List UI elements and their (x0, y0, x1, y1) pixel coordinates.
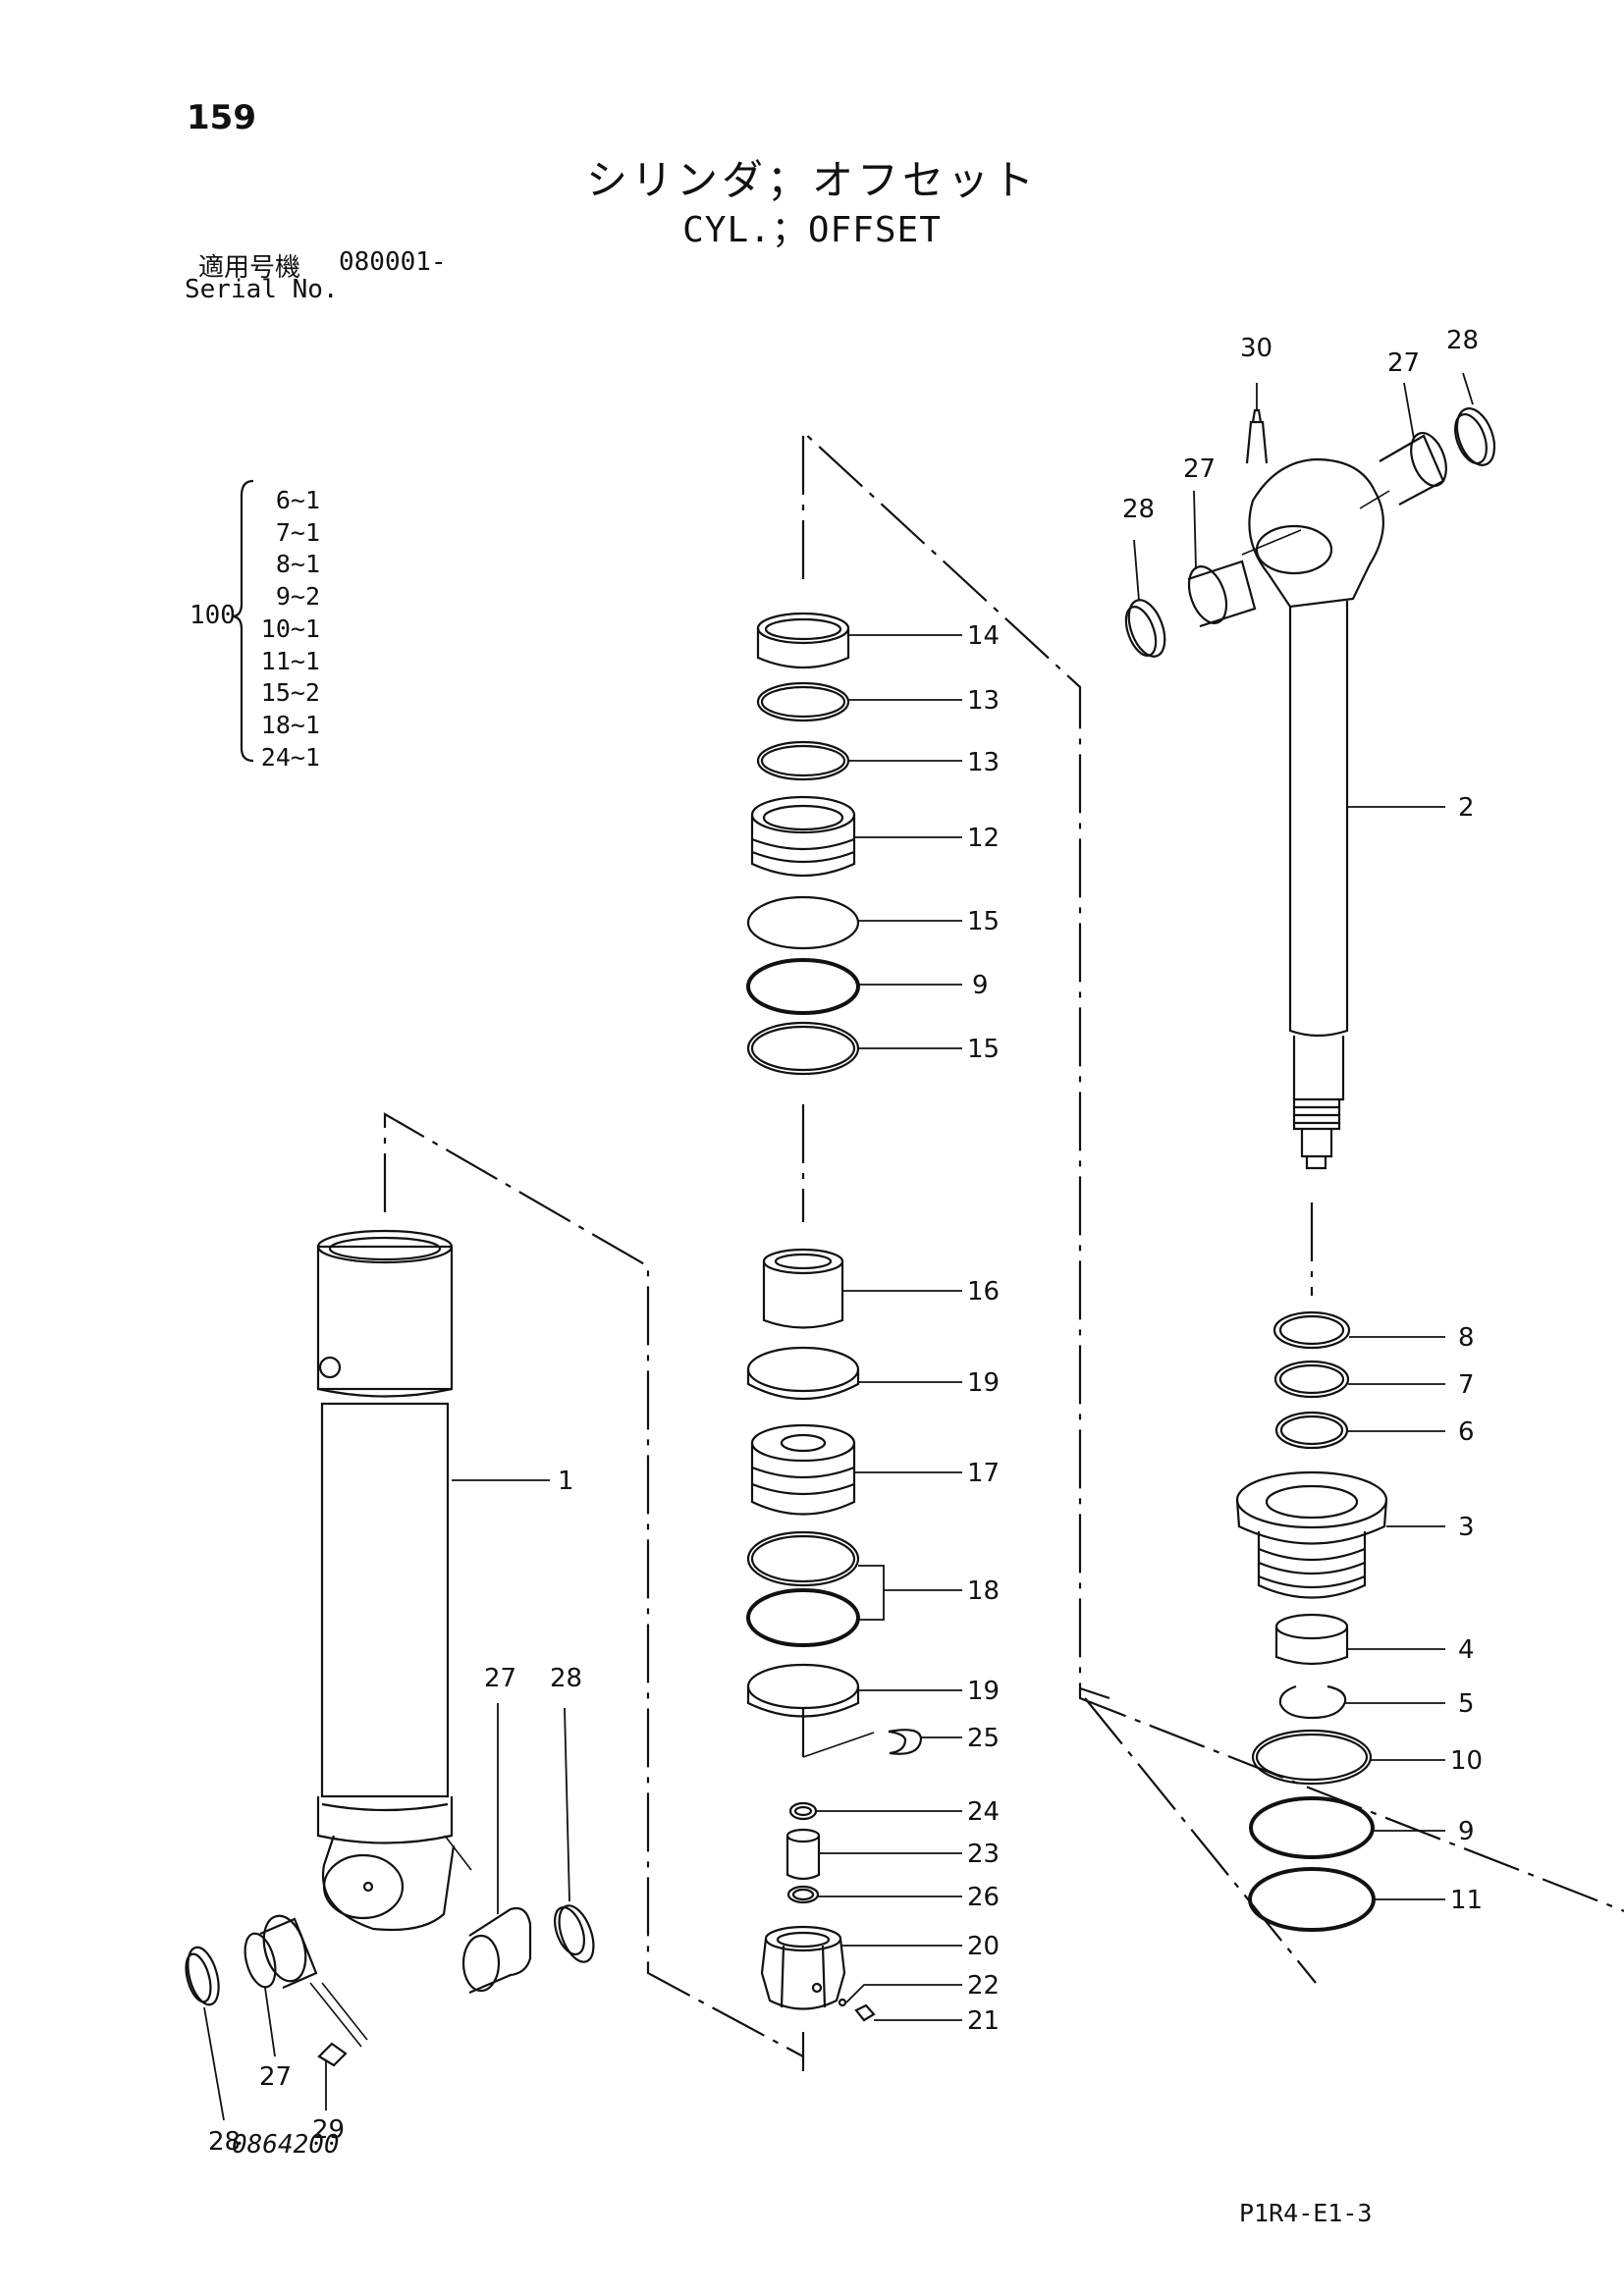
drawing-code: 0864200 (232, 2130, 340, 2160)
serial-number-value: 080001- (339, 247, 447, 277)
seal-kit-item: 7~1 (275, 517, 320, 547)
callout-28: 28 (208, 2127, 241, 2157)
seal-kit-item: 11~1 (260, 646, 320, 675)
callout-14: 14 (967, 621, 1000, 651)
callout-13: 13 (967, 686, 1000, 716)
seal-kit-number: 100 (189, 601, 236, 630)
callout-22: 22 (967, 1971, 1000, 2001)
callout-11: 11 (1450, 1886, 1483, 1915)
serial-label-english: Serial No. (185, 275, 339, 304)
callout-27: 27 (484, 1664, 516, 1693)
callout-28: 28 (550, 1664, 582, 1693)
callout-10: 10 (1450, 1746, 1483, 1776)
callout-15: 15 (967, 907, 1000, 936)
center-group-phantom-lines (801, 429, 1624, 2071)
callout-15: 15 (967, 1035, 1000, 1064)
callout-13: 13 (967, 748, 1000, 777)
callout-4: 4 (1458, 1635, 1475, 1665)
seal-kit-item: 8~1 (275, 550, 320, 579)
seal-kit-item: 10~1 (260, 614, 320, 643)
callout-1: 1 (558, 1467, 574, 1496)
callout-27: 27 (259, 2062, 292, 2092)
callout-9: 9 (1458, 1817, 1475, 1846)
seal-kit-item: 24~1 (260, 742, 320, 772)
callout-30: 30 (1240, 334, 1272, 363)
callout-17: 17 (967, 1459, 1000, 1488)
callout-5: 5 (1458, 1689, 1475, 1719)
figure-code: P1R4-E1-3 (1239, 2199, 1373, 2227)
callout-19: 19 (967, 1677, 1000, 1706)
callout-18: 18 (967, 1576, 1000, 1606)
callout-2: 2 (1458, 793, 1475, 823)
callout-7: 7 (1458, 1370, 1475, 1400)
callout-27: 27 (1387, 348, 1420, 378)
center-parts-stack (746, 612, 923, 2022)
tube-bushings-seals (185, 1904, 595, 2067)
head-parts-stack (1235, 1310, 1388, 1932)
title-japanese: シリンダ；オフセット (585, 156, 1038, 204)
callout-23: 23 (967, 1840, 1000, 1869)
rod-eye-bushings-seals (1124, 407, 1496, 658)
seal-kit-item: 18~1 (260, 710, 320, 739)
title-english: CYL.；OFFSET (682, 210, 942, 250)
callout-26: 26 (967, 1883, 1000, 1912)
callout-6: 6 (1458, 1417, 1475, 1447)
callout-3: 3 (1458, 1513, 1475, 1542)
callout-16: 16 (967, 1277, 1000, 1307)
seal-kit-item: 9~2 (275, 582, 320, 612)
callout-labels: 14 13 13 12 15 9 15 16 19 17 18 19 25 24… (208, 326, 1483, 2157)
serial-label-japanese: 適用号機 (198, 253, 301, 283)
piston-rod (1248, 457, 1384, 1170)
callout-24: 24 (967, 1797, 1000, 1827)
callout-28: 28 (1122, 495, 1155, 524)
callout-27: 27 (1183, 454, 1216, 484)
tube-group-phantom-lines (383, 1112, 804, 2057)
callout-12: 12 (967, 824, 1000, 853)
callout-29: 29 (312, 2115, 345, 2145)
callout-19: 19 (967, 1368, 1000, 1398)
seal-kit-item: 6~1 (275, 486, 320, 514)
callout-20: 20 (967, 1932, 1000, 1961)
leader-lines (203, 372, 1474, 2121)
callout-28: 28 (1446, 326, 1479, 355)
seal-kit-item: 15~2 (260, 678, 320, 708)
seal-kit-brace (231, 479, 254, 763)
cylinder-tube (316, 1229, 456, 1932)
callout-8: 8 (1458, 1323, 1475, 1353)
callout-25: 25 (967, 1724, 1000, 1753)
callout-9: 9 (972, 971, 989, 1000)
page-number: 159 (187, 98, 256, 137)
seal-kit-list: 6~1 7~1 8~1 9~2 10~1 11~1 15~2 18~1 24~1 (253, 485, 320, 774)
callout-21: 21 (967, 2006, 1000, 2036)
